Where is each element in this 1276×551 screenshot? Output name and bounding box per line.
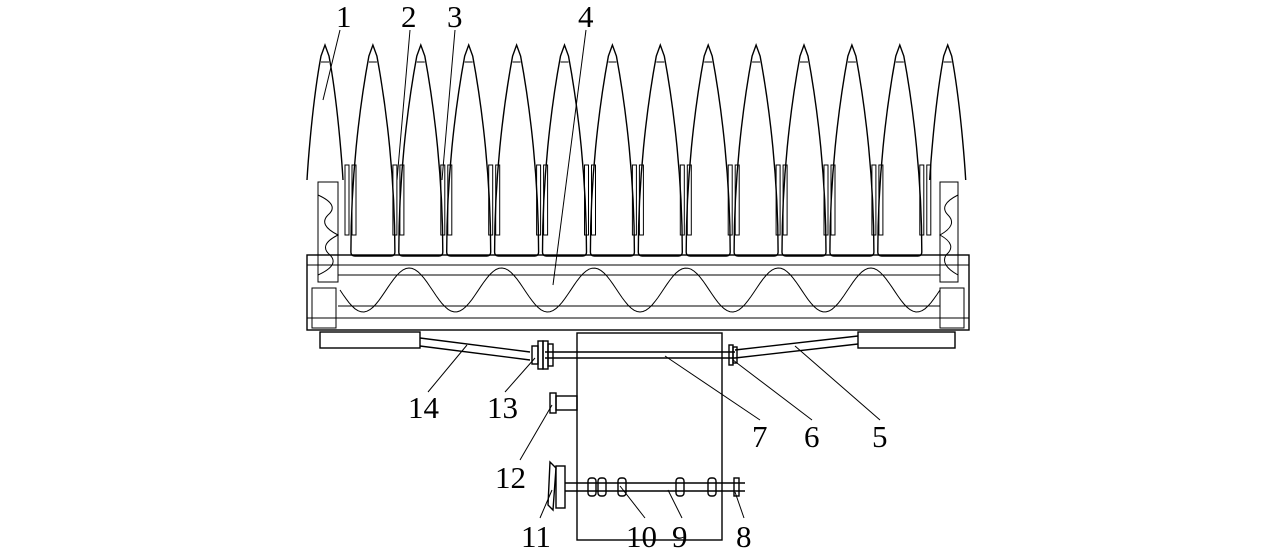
- stalk-roller: [399, 164, 405, 236]
- stalk-roller: [823, 164, 829, 236]
- label-2: 2: [401, 0, 417, 34]
- crop-divider: [929, 42, 967, 181]
- stalk-roller: [584, 164, 589, 236]
- stalk-roller: [344, 164, 350, 236]
- stalk-roller: [734, 164, 740, 236]
- label-7: 7: [752, 419, 768, 454]
- stalk-roller: [495, 164, 501, 236]
- pulley-11: [547, 460, 566, 512]
- bearing: [707, 477, 717, 497]
- bearing: [617, 477, 627, 497]
- auger-flighting: [339, 267, 941, 313]
- leader-lines: [322, 29, 881, 519]
- stalk-roller: [488, 164, 494, 236]
- stalk-roller: [591, 164, 596, 236]
- stalk-roller: [782, 164, 788, 236]
- stalk-roller: [631, 164, 637, 236]
- side-auger-right: [938, 181, 959, 283]
- stalk-roller: [679, 164, 685, 236]
- crop-divider: [733, 42, 779, 257]
- crop-divider: [637, 42, 684, 257]
- stalk-roller: [830, 164, 836, 236]
- crop-divider: [829, 42, 875, 257]
- shaft-end-8: [733, 477, 740, 497]
- right-drive-shaft: [734, 335, 859, 359]
- label-4: 4: [578, 0, 594, 34]
- coupling-6: [728, 344, 738, 366]
- crop-divider: [398, 42, 444, 257]
- stalk-roller: [878, 164, 884, 236]
- stalk-rollers: [344, 164, 932, 236]
- label-9: 9: [672, 519, 688, 551]
- bearing: [587, 477, 597, 497]
- header-frame: [306, 254, 970, 331]
- stalk-roller: [351, 164, 357, 236]
- bearing: [675, 477, 685, 497]
- crop-divider: [446, 42, 492, 257]
- label-8: 8: [736, 519, 752, 551]
- stalk-roller: [638, 164, 644, 236]
- left-drive-shaft: [419, 337, 531, 361]
- stalk-roller: [536, 164, 542, 236]
- left-beam: [319, 331, 421, 349]
- crop-divider: [781, 42, 827, 257]
- crop-divider: [877, 42, 923, 257]
- label-13: 13: [487, 390, 518, 425]
- stalk-roller: [919, 164, 925, 236]
- crop-divider: [350, 42, 396, 257]
- crop-divider: [493, 42, 540, 257]
- gearbox: [576, 332, 723, 541]
- crop-divider: [685, 42, 731, 257]
- bearing: [597, 477, 607, 497]
- stalk-roller: [926, 164, 932, 236]
- stalk-roller: [727, 164, 733, 236]
- label-12: 12: [495, 460, 526, 495]
- crop-dividers: [306, 42, 967, 257]
- label-5: 5: [872, 419, 888, 454]
- label-14: 14: [408, 390, 440, 425]
- side-auger-left: [317, 181, 340, 283]
- main-shaft: [545, 351, 735, 359]
- label-11: 11: [521, 519, 551, 551]
- flange-12: [549, 392, 578, 414]
- stalk-roller: [775, 164, 781, 236]
- stalk-roller: [871, 164, 877, 236]
- stalk-roller: [686, 164, 692, 236]
- label-10: 10: [626, 519, 657, 551]
- crop-divider: [541, 42, 588, 257]
- stalk-roller: [543, 164, 549, 236]
- stalk-roller: [447, 164, 453, 236]
- label-6: 6: [804, 419, 820, 454]
- label-1: 1: [336, 0, 352, 34]
- shaft-bearings: [587, 477, 717, 497]
- output-shaft: [565, 482, 745, 492]
- stalk-roller: [392, 164, 398, 236]
- crop-divider: [589, 42, 636, 257]
- pulley-13: [531, 340, 554, 370]
- crop-divider: [306, 42, 344, 181]
- right-beam: [857, 331, 956, 349]
- label-3: 3: [447, 0, 463, 34]
